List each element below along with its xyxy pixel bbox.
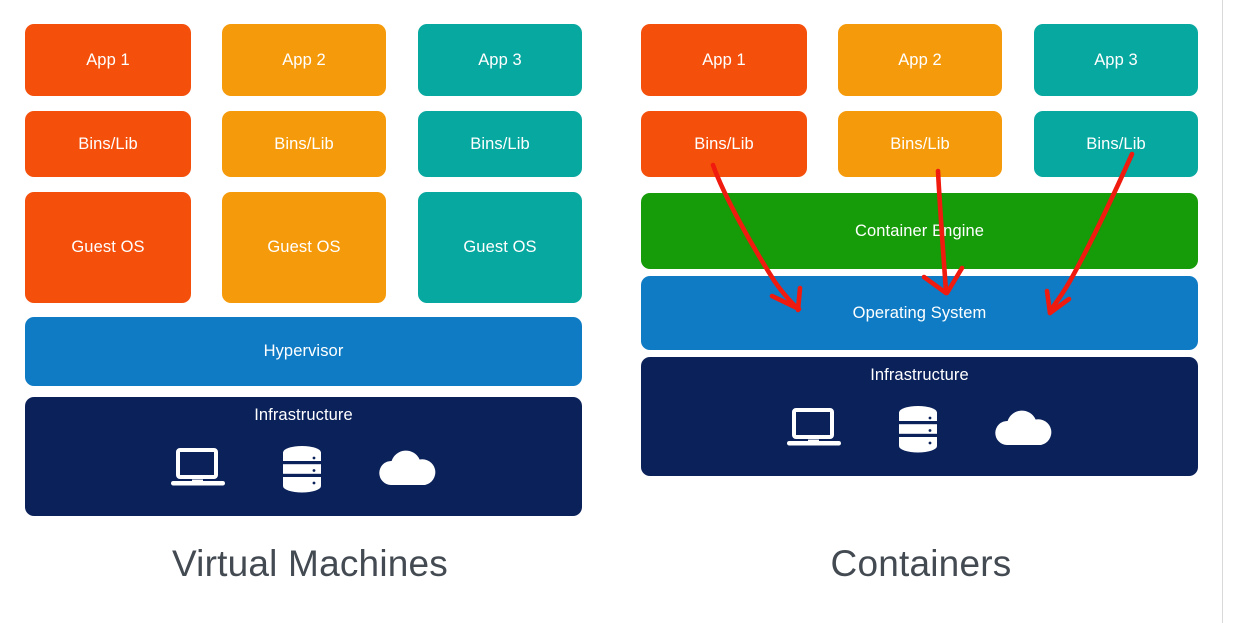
vm-app-1-box[interactable]: App 1 bbox=[25, 24, 191, 96]
ct-app-2-box[interactable]: App 2 bbox=[838, 24, 1002, 96]
containers-caption: Containers bbox=[830, 543, 1012, 584]
vm-app-3-box[interactable]: App 3 bbox=[418, 24, 582, 96]
ct-container-engine-box[interactable]: Container Engine bbox=[641, 193, 1198, 269]
right-edge-rule bbox=[1222, 0, 1223, 623]
database-icon bbox=[895, 405, 940, 453]
cloud-icon bbox=[994, 410, 1054, 448]
database-icon bbox=[279, 445, 324, 493]
vm-infrastructure-box[interactable]: Infrastructure bbox=[25, 397, 582, 516]
ct-infrastructure-box[interactable]: Infrastructure bbox=[641, 357, 1198, 476]
vm-infrastructure-label: Infrastructure bbox=[254, 406, 353, 424]
vm-guest-os-1-box[interactable]: Guest OS bbox=[25, 192, 191, 303]
vm-hypervisor-box[interactable]: Hypervisor bbox=[25, 317, 582, 386]
containers-panel: App 1 Bins/Lib App 2 Bins/Lib App 3 Bins… bbox=[620, 0, 1222, 623]
vm-guest-os-2-box[interactable]: Guest OS bbox=[222, 192, 386, 303]
ct-infrastructure-icon-row bbox=[641, 405, 1198, 453]
ct-bins-lib-1-box[interactable]: Bins/Lib bbox=[641, 111, 807, 177]
laptop-icon bbox=[786, 408, 842, 450]
vm-bins-lib-1-box[interactable]: Bins/Lib bbox=[25, 111, 191, 177]
vm-guest-os-3-box[interactable]: Guest OS bbox=[418, 192, 582, 303]
virtual-machines-panel: App 1 Bins/Lib Guest OS App 2 Bins/Lib G… bbox=[25, 24, 582, 584]
ct-app-3-box[interactable]: App 3 bbox=[1034, 24, 1198, 96]
ct-operating-system-box[interactable]: Operating System bbox=[641, 276, 1198, 350]
virtual-machines-caption: Virtual Machines bbox=[171, 543, 449, 584]
vm-bins-lib-2-box[interactable]: Bins/Lib bbox=[222, 111, 386, 177]
ct-infrastructure-label: Infrastructure bbox=[870, 366, 969, 384]
vm-infrastructure-icon-row bbox=[25, 445, 582, 493]
cloud-icon bbox=[378, 450, 438, 488]
vm-app-2-box[interactable]: App 2 bbox=[222, 24, 386, 96]
ct-app-1-box[interactable]: App 1 bbox=[641, 24, 807, 96]
laptop-icon bbox=[170, 448, 226, 490]
vm-bins-lib-3-box[interactable]: Bins/Lib bbox=[418, 111, 582, 177]
ct-bins-lib-2-box[interactable]: Bins/Lib bbox=[838, 111, 1002, 177]
ct-bins-lib-3-box[interactable]: Bins/Lib bbox=[1034, 111, 1198, 177]
